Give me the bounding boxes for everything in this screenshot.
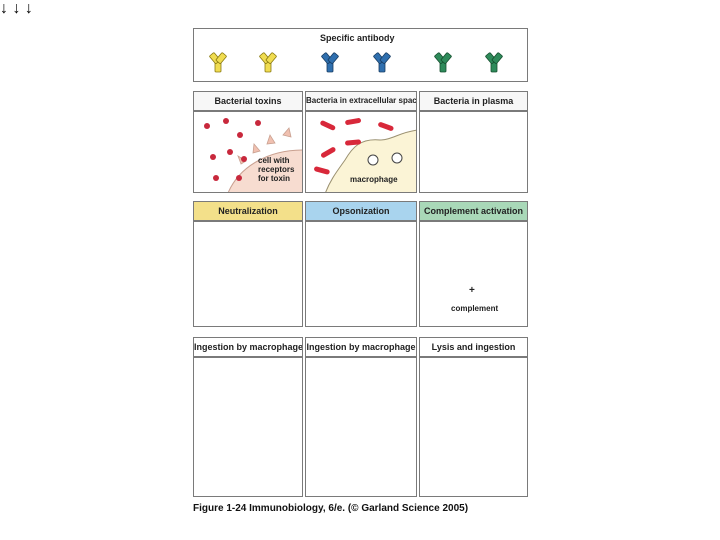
y-antibody-icon bbox=[434, 52, 451, 72]
complement-label: complement bbox=[451, 304, 495, 313]
macrophage-label: macrophage bbox=[350, 175, 398, 184]
yellow-antibodies bbox=[209, 52, 276, 72]
y-antibody-icon bbox=[259, 52, 276, 72]
y-antibody-icon bbox=[321, 52, 338, 72]
blue-antibodies bbox=[321, 52, 390, 72]
figure-caption: Figure 1-24 Immunobiology, 6/e. (© Garla… bbox=[193, 503, 468, 514]
y-antibody-icon bbox=[485, 52, 502, 72]
toxin-cell-label: cell with receptors for toxin bbox=[258, 156, 302, 183]
y-antibody-icon bbox=[373, 52, 390, 72]
y-antibody-icon bbox=[209, 52, 226, 72]
plus-sign: + bbox=[469, 286, 475, 295]
green-antibodies bbox=[434, 52, 502, 72]
